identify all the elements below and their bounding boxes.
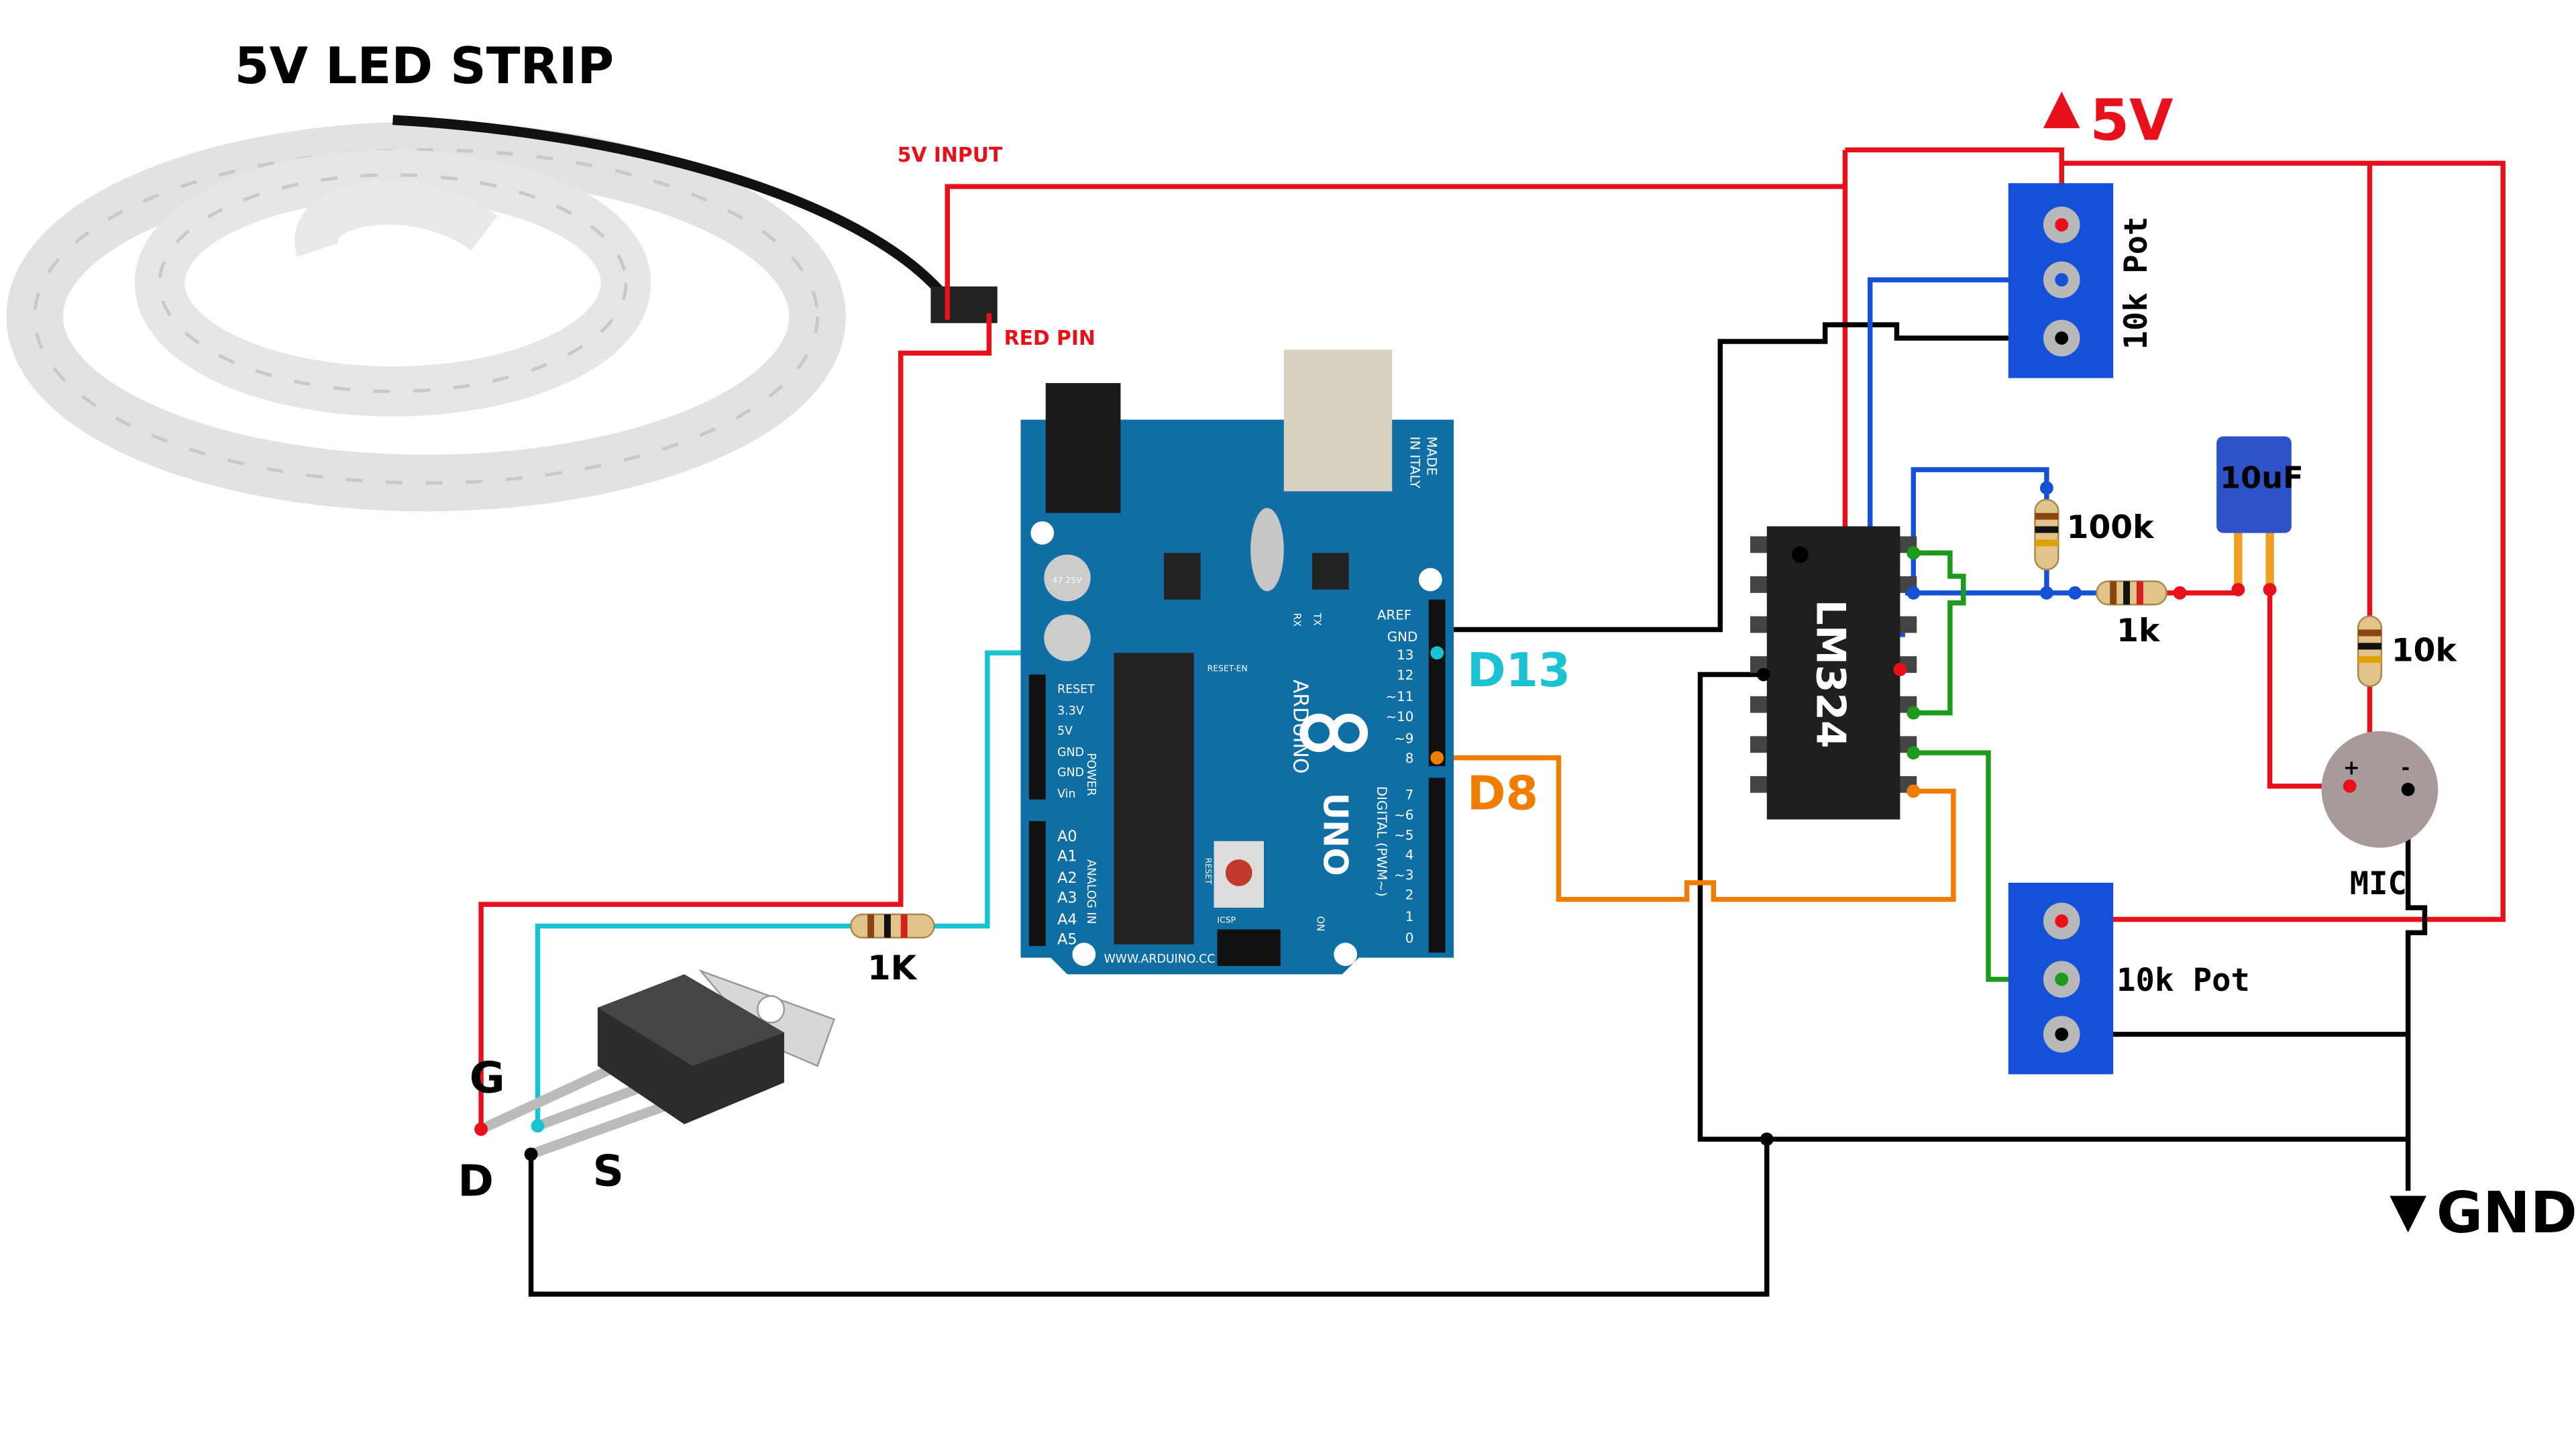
digital-label: DIGITAL (PWM~) <box>1374 786 1389 897</box>
pin-label: ~9 <box>1394 731 1413 746</box>
power-pin-label: GND <box>1057 746 1084 759</box>
ground-arrow-icon <box>2390 1195 2426 1233</box>
label-red-pin: RED PIN <box>1004 327 1095 350</box>
pin-label: ~6 <box>1394 808 1413 823</box>
potentiometer-top <box>2008 183 2114 378</box>
icsp-label: ICSP <box>1217 914 1236 924</box>
d8-wire <box>1437 755 1956 902</box>
pin-label: 1 <box>1405 909 1414 924</box>
pin-label: 2 <box>1405 888 1414 903</box>
label-10k: 10k <box>2392 633 2458 669</box>
made-in-label: MADE <box>1424 436 1439 476</box>
analog-pin-label: A0 <box>1057 828 1077 845</box>
microphone <box>2321 731 2438 848</box>
pin-label: 13 <box>1397 647 1413 663</box>
pin-label: ~10 <box>1386 709 1414 724</box>
cap-label: 47 25V <box>1053 575 1083 585</box>
usb-port <box>1283 350 1393 492</box>
pin-label: ~11 <box>1386 689 1414 704</box>
label-gate: G <box>470 1053 505 1104</box>
pin-label: 8 <box>1405 751 1414 766</box>
label-d8: D8 <box>1467 767 1538 821</box>
aref-label: AREF <box>1377 608 1411 623</box>
power-header <box>1028 674 1046 800</box>
tx-label: TX <box>1311 612 1323 626</box>
diagram-title: 5V LED STRIP <box>235 37 614 95</box>
reset-en-label: RESET-EN <box>1208 663 1248 674</box>
reset-label: RESET <box>1203 858 1214 885</box>
ground-wires <box>528 322 2428 1297</box>
arduino-url: WWW.ARDUINO.CC <box>1104 953 1216 966</box>
pin-dots <box>1756 546 1921 1146</box>
analog-pin-label: A1 <box>1057 848 1077 865</box>
pin-label: ~5 <box>1394 827 1413 843</box>
pin-label: 7 <box>1405 788 1414 803</box>
label-resistor-gate: 1K <box>867 949 918 987</box>
pin-label: 4 <box>1405 847 1414 863</box>
power-pin-label: 5V <box>1057 724 1073 738</box>
arduino-brand: ARDUINO <box>1289 680 1312 773</box>
arduino-uno-board: ARDUINO UNO MADE IN ITALY WWW.ARDUINO.CC… <box>1020 350 1454 975</box>
label-lm324: LM324 <box>1807 600 1853 749</box>
icsp-header <box>1217 929 1281 966</box>
label-pot-top: 10k Pot <box>2118 217 2155 350</box>
analog-pin-label: A2 <box>1057 869 1077 887</box>
label-5v: 5V <box>2090 88 2173 154</box>
power-pin-label: Vin <box>1057 788 1075 801</box>
label-gnd: GND <box>2436 1180 2576 1246</box>
resistor-1k-gate <box>850 913 935 939</box>
pin-label: ~3 <box>1394 867 1413 883</box>
on-label: ON <box>1314 916 1326 932</box>
lm324-chip <box>1750 526 1917 820</box>
pin-label: 0 <box>1405 930 1414 946</box>
supply-arrow-icon <box>2043 91 2080 129</box>
dc-jack <box>1045 383 1121 513</box>
label-1k: 1k <box>2116 612 2161 649</box>
made-in-label-2: IN ITALY <box>1407 436 1422 488</box>
analog-pin-label: A5 <box>1057 931 1077 949</box>
label-pot-bottom: 10k Pot <box>2116 962 2250 999</box>
power-pin-label: GND <box>1057 766 1084 780</box>
atmega-chip <box>1114 653 1194 945</box>
mic-plus: + <box>2343 756 2360 780</box>
capacitor-10uf <box>2216 436 2292 596</box>
mic-minus: - <box>2402 756 2410 780</box>
led-connector <box>930 286 998 323</box>
power-pin-label: RESET <box>1057 683 1095 696</box>
mosfet-to220 <box>478 969 836 1159</box>
analog-pin-label: A4 <box>1057 911 1077 928</box>
pin-label: 12 <box>1397 667 1413 683</box>
resistor-1k <box>2068 580 2187 606</box>
power-pin-label: 3.3V <box>1057 704 1084 718</box>
label-mic: MIC <box>2350 865 2407 902</box>
digital-header-high <box>1428 599 1446 767</box>
label-10uf: 10uF <box>2220 460 2303 495</box>
label-100k: 100k <box>2067 509 2155 546</box>
label-drain: D <box>458 1157 494 1207</box>
label-source: S <box>592 1146 623 1197</box>
label-5v-input: 5V INPUT <box>898 144 1003 167</box>
power-label: POWER <box>1084 753 1097 796</box>
arduino-model: UNO <box>1316 793 1354 876</box>
led-strip-cable <box>392 115 952 303</box>
analog-header <box>1028 821 1046 947</box>
led-strip <box>6 115 998 512</box>
potentiometer-bottom <box>2008 882 2114 1075</box>
digital-header-low <box>1428 777 1446 953</box>
label-d13: D13 <box>1467 643 1570 698</box>
gnd-label: GND <box>1387 629 1418 645</box>
analog-label: ANALOG IN <box>1084 859 1097 924</box>
resistor-10k <box>2357 615 2383 688</box>
analog-pin-label: A3 <box>1057 890 1077 907</box>
arduino-logo-icon <box>1299 713 1368 752</box>
resistor-100k <box>2034 481 2059 600</box>
rx-label: RX <box>1291 613 1303 627</box>
